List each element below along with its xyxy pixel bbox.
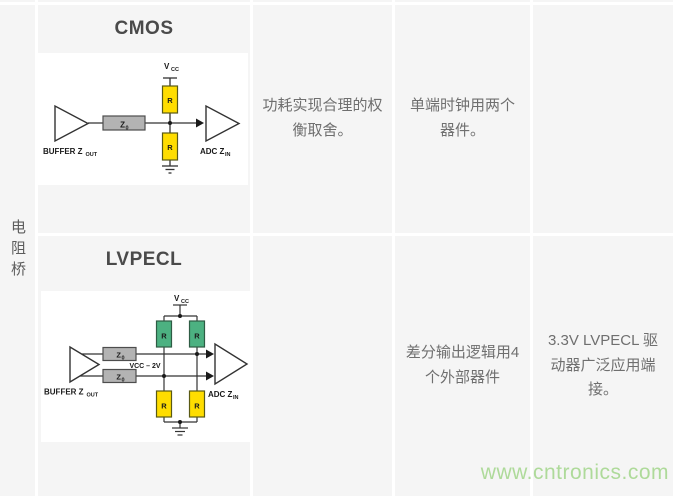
lvpecl-circuit-diagram: V CC R R R R Z 0 Z 0 VCC – 2V BUFFER Z O… xyxy=(41,291,250,442)
vcc-label: V xyxy=(174,294,180,303)
signal-arrowhead-upper xyxy=(206,349,214,359)
cmos-circuit-diagram: V CC R R Z 0 BUFFER Z OUT ADC Z IN xyxy=(38,53,248,185)
pulldown-resistor-right xyxy=(188,390,206,418)
z0-label: Z xyxy=(120,121,125,130)
pulldown-resistor xyxy=(161,132,179,161)
adc-label: ADC Z xyxy=(208,390,233,399)
z0-label-sub: 0 xyxy=(122,378,125,384)
cmos-note-power: 功耗实现合理的权衡取舍。 xyxy=(253,5,392,233)
junction-dots xyxy=(162,314,199,424)
junction-dot xyxy=(168,121,172,125)
row-group-label: 电阻桥 xyxy=(9,219,26,282)
row-group-header-cell: 电阻桥 xyxy=(0,5,35,496)
top-sliver-cell xyxy=(38,0,250,2)
buffer-label-sub: OUT xyxy=(86,152,98,158)
z0-label: Z xyxy=(116,351,121,360)
cmos-note-devices: 单端时钟用两个器件。 xyxy=(395,5,530,233)
buffer-label-sub: OUT xyxy=(87,393,99,399)
buffer-triangle xyxy=(69,345,101,384)
pullup-resistor-left xyxy=(155,320,173,348)
adc-triangle xyxy=(205,104,241,143)
buffer-label: BUFFER Z xyxy=(43,147,83,156)
resistor-r-label: R xyxy=(194,402,200,411)
top-sliver-cell xyxy=(253,0,392,2)
pulldown-resistor-left xyxy=(155,390,173,418)
cmos-schematic-svg: V CC R R Z 0 BUFFER Z OUT ADC Z IN xyxy=(43,62,241,174)
z0-resistor-lower xyxy=(102,368,137,384)
signal-arrowhead xyxy=(196,118,204,128)
adc-label: ADC Z xyxy=(200,147,225,156)
lvpecl-note-devices: 差分输出逻辑用4个外部器件 xyxy=(395,236,530,496)
z0-label-sub: 0 xyxy=(126,126,129,132)
cmos-title: CMOS xyxy=(114,18,174,39)
pullup-resistor-right xyxy=(188,320,206,348)
z0-label-sub: 0 xyxy=(122,356,125,362)
resistor-r-label: R xyxy=(161,402,167,411)
z0-label: Z xyxy=(116,373,121,382)
cmos-note-empty xyxy=(533,5,673,233)
z0-resistor xyxy=(102,115,146,131)
lvpecl-title: LVPECL xyxy=(105,249,183,270)
top-sliver-cell xyxy=(533,0,673,2)
lvpecl-scheme-cell: LVPECL xyxy=(38,236,250,496)
top-sliver-cell xyxy=(395,0,530,2)
site-watermark: www.cntronics.com xyxy=(480,461,669,484)
lvpecl-schematic-svg: V CC R R R R Z 0 Z 0 VCC – 2V BUFFER Z O… xyxy=(44,294,249,436)
z0-resistor-upper xyxy=(102,346,137,362)
vcc-minus-2v-label: VCC – 2V xyxy=(129,363,160,370)
resistor-r-label: R xyxy=(194,332,200,341)
lvpecl-note-empty xyxy=(253,236,392,496)
lvpecl-note-termination: 3.3V LVPECL 驱动器广泛应用端接。 xyxy=(533,236,673,496)
adc-label-sub: IN xyxy=(225,152,231,158)
top-sliver-cell xyxy=(0,0,35,2)
lvpecl-wires xyxy=(80,304,207,436)
resistor-r-label: R xyxy=(167,96,173,105)
pullup-resistor xyxy=(161,85,179,114)
vcc-label: V xyxy=(164,62,170,71)
signal-arrowhead-lower xyxy=(206,371,214,381)
buffer-triangle xyxy=(54,104,90,143)
adc-label-sub: IN xyxy=(233,395,239,401)
cmos-scheme-cell: CMOS xyxy=(38,5,250,233)
vcc-label-sub: CC xyxy=(181,299,189,305)
vcc-label-sub: CC xyxy=(171,67,179,73)
resistor-r-label: R xyxy=(167,143,173,152)
buffer-label: BUFFER Z xyxy=(44,388,84,397)
adc-triangle xyxy=(214,342,249,386)
resistor-r-label: R xyxy=(161,332,167,341)
